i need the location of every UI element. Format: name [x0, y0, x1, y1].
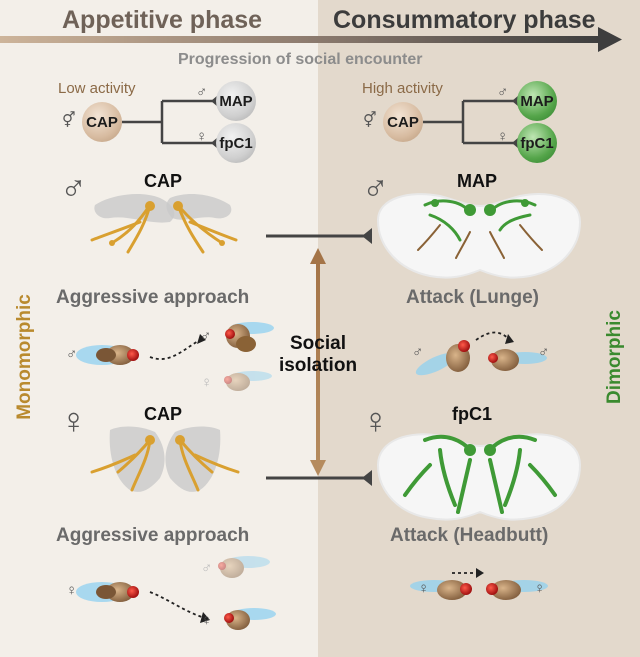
consummatory-background — [318, 0, 640, 657]
female-cap-label: CAP — [144, 404, 183, 424]
male-symbol-left: ♂ — [60, 166, 87, 207]
male-bystander-fly — [218, 556, 270, 578]
appetitive-phase-title: Appetitive phase — [62, 6, 263, 34]
headbutt-fly-left — [410, 580, 472, 600]
female-symbol-right: ♀ — [362, 400, 389, 441]
defending-fly — [488, 349, 547, 371]
female-attack-label: Attack (Headbutt) — [390, 525, 549, 546]
male-approach-fly — [76, 345, 139, 365]
male-target-fly — [225, 322, 274, 352]
isolation-arrow — [310, 248, 326, 476]
isolation-line1: Social — [290, 333, 346, 354]
monomorphic-label: Monomorphic — [13, 294, 35, 420]
mixed-sex-symbol-left: ⚥ — [62, 112, 76, 129]
male-symbol-right: ♂ — [362, 166, 389, 207]
lunging-fly — [415, 340, 470, 376]
female-target-fly — [224, 608, 276, 630]
female-approach-path — [149, 591, 206, 619]
mixed-sex-symbol-right: ⚥ — [363, 112, 377, 129]
female-symbol-left: ♀ — [60, 400, 87, 441]
fpc1-node-right: fpC1 — [517, 123, 557, 163]
male-wire-terminal — [362, 228, 372, 244]
female-symbol-right-circuit: ♀ — [497, 128, 509, 145]
male-symbol-bystander: ♂ — [201, 560, 213, 577]
female-wire-terminal — [362, 470, 372, 486]
map-node-right: MAP — [517, 81, 557, 121]
male-cap-label: CAP — [144, 171, 183, 191]
left-circuit-lines — [122, 99, 218, 145]
headbutt-arrowhead — [476, 568, 484, 578]
female-approach-arrowhead — [200, 612, 210, 623]
headbutt-fly-right — [486, 580, 548, 600]
female-symbol-approacher: ♀ — [66, 582, 78, 599]
dimorphic-label: Dimorphic — [603, 310, 625, 404]
female-approach-fly — [76, 582, 139, 602]
isolation-line2: isolation — [278, 355, 358, 376]
male-approach-arrowhead — [197, 334, 206, 344]
male-symbol-target: ♂ — [200, 328, 212, 345]
male-symbol-approacher: ♂ — [66, 346, 78, 363]
lunge-arrowhead — [505, 334, 514, 344]
male-map-label: MAP — [457, 171, 497, 191]
progression-label: Progression of social encounter — [178, 51, 423, 68]
female-symbol-left-circuit: ♀ — [196, 128, 208, 145]
male-symbol-left-circuit: ♂ — [196, 84, 208, 101]
high-activity-label: High activity — [362, 80, 443, 97]
social-isolation-label: Social isolation — [270, 333, 366, 377]
low-activity-label: Low activity — [58, 80, 136, 97]
male-approach-label: Aggressive approach — [56, 287, 250, 308]
consummatory-phase-title: Consummatory phase — [333, 6, 596, 34]
female-symbol-headbutter-left: ♀ — [418, 580, 430, 597]
male-approach-path — [149, 339, 201, 360]
male-symbol-defender: ♂ — [538, 344, 550, 361]
male-cap-neurons — [90, 194, 238, 254]
map-brain — [376, 193, 582, 279]
female-bystander-fly — [224, 371, 272, 391]
female-symbol-headbutter-right: ♀ — [534, 580, 546, 597]
lunge-path — [475, 331, 511, 341]
female-cap-neurons — [90, 426, 240, 492]
cap-node-right: CAP — [383, 102, 423, 142]
female-fpc1-label: fpC1 — [452, 404, 492, 424]
right-circuit-lines — [423, 99, 519, 145]
cap-node-left: CAP — [82, 102, 122, 142]
female-symbol-bystander: ♀ — [201, 374, 213, 391]
male-symbol-right-circuit: ♂ — [497, 84, 509, 101]
fpc1-node-left: fpC1 — [216, 123, 256, 163]
male-symbol-lunger: ♂ — [412, 344, 424, 361]
female-approach-label: Aggressive approach — [56, 525, 250, 546]
progression-arrow — [0, 27, 622, 52]
female-symbol-target: ♀ — [201, 612, 213, 629]
male-attack-label: Attack (Lunge) — [406, 287, 539, 308]
fpc1-brain — [376, 433, 582, 521]
map-node-left: MAP — [216, 81, 256, 121]
